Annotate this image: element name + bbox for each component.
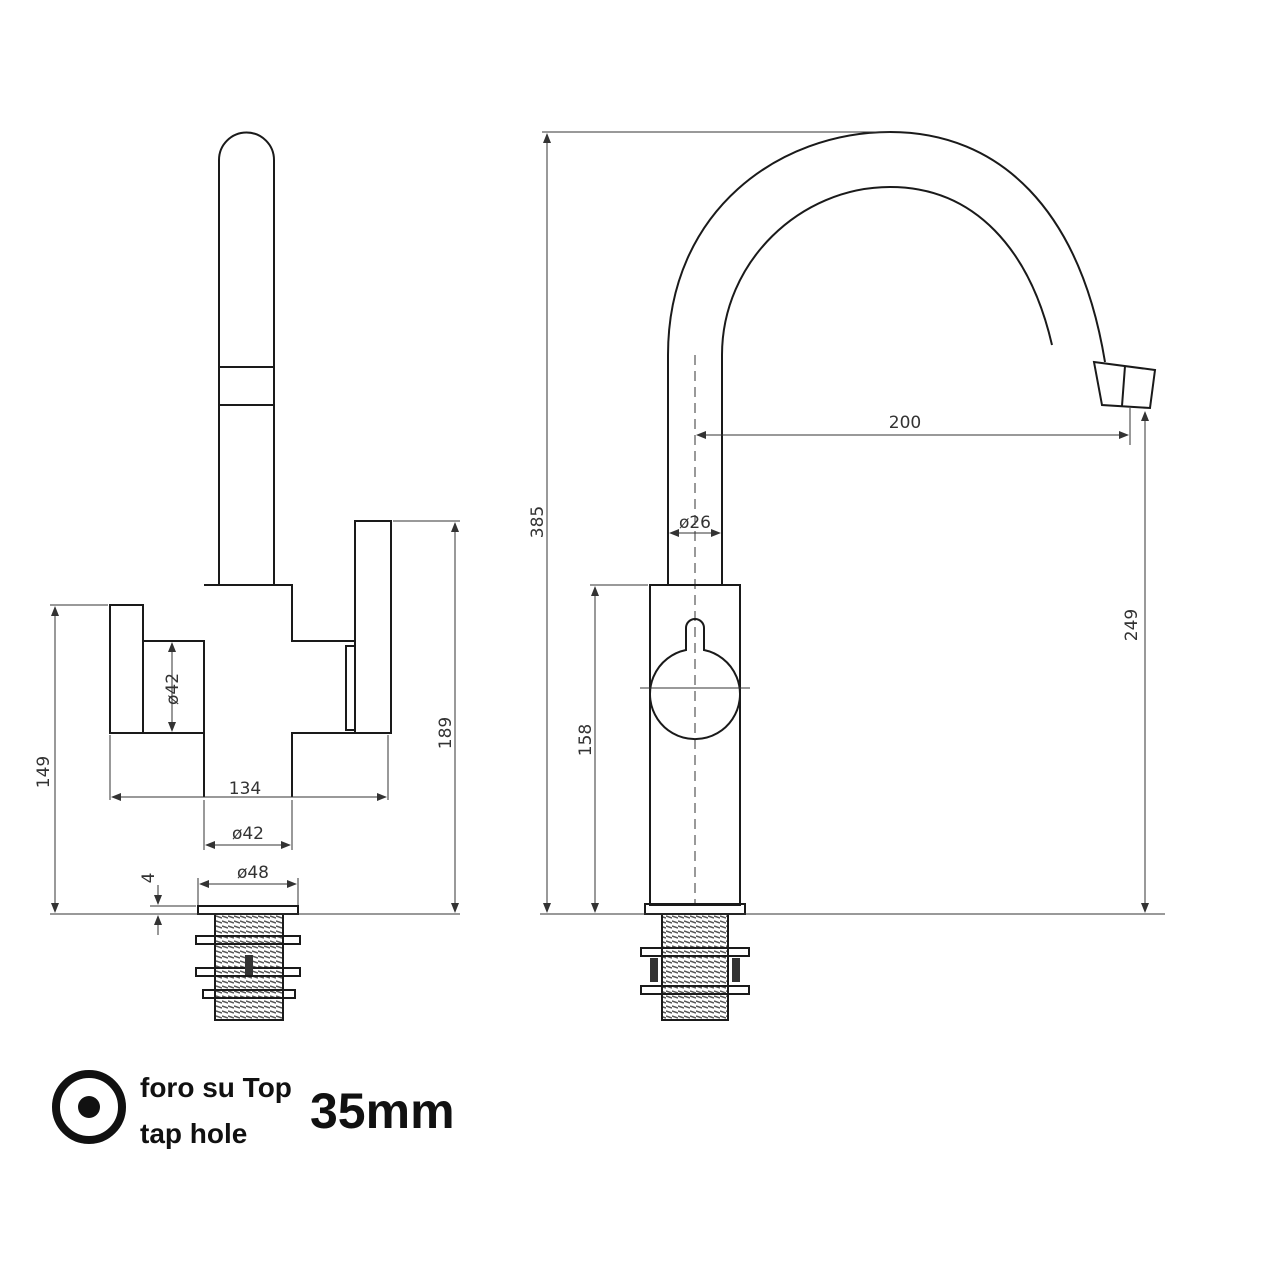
spout-inner xyxy=(721,185,1053,585)
side-handle xyxy=(649,618,741,741)
dim-flange-diameter: ø48 xyxy=(237,863,269,883)
dim-385: 385 xyxy=(528,506,548,538)
spout-ring xyxy=(218,366,275,406)
dim-158: 158 xyxy=(576,724,596,756)
spout-outer xyxy=(667,130,1106,585)
dim-249: 249 xyxy=(1122,609,1142,641)
dim-base-diameter: ø42 xyxy=(232,824,264,844)
dim-flange-thickness: 4 xyxy=(139,873,159,884)
side-view: 385 200 ø26 249 158 xyxy=(528,130,1165,1021)
flange xyxy=(197,905,299,915)
right-lever xyxy=(354,520,392,734)
legend-hole-size: 35mm xyxy=(310,1083,455,1139)
dim-189: 189 xyxy=(436,717,456,749)
dim-149: 149 xyxy=(34,756,54,788)
spout-tube xyxy=(218,131,275,585)
dim-200: 200 xyxy=(889,413,921,433)
lever-knob xyxy=(345,645,356,731)
dim-134: 134 xyxy=(229,779,261,799)
tap-hole-target-icon xyxy=(52,1070,126,1144)
side-thread xyxy=(661,913,729,1021)
aerator xyxy=(1092,360,1157,410)
dim-body-diameter: ø42 xyxy=(163,673,183,705)
left-handle xyxy=(109,604,144,734)
legend-line2: tap hole xyxy=(140,1118,248,1149)
dim-spout-diameter: ø26 xyxy=(679,513,711,533)
legend-line1: foro su Top xyxy=(140,1072,292,1103)
front-view: 149 189 134 ø42 ø42 ø48 4 xyxy=(34,131,460,1021)
